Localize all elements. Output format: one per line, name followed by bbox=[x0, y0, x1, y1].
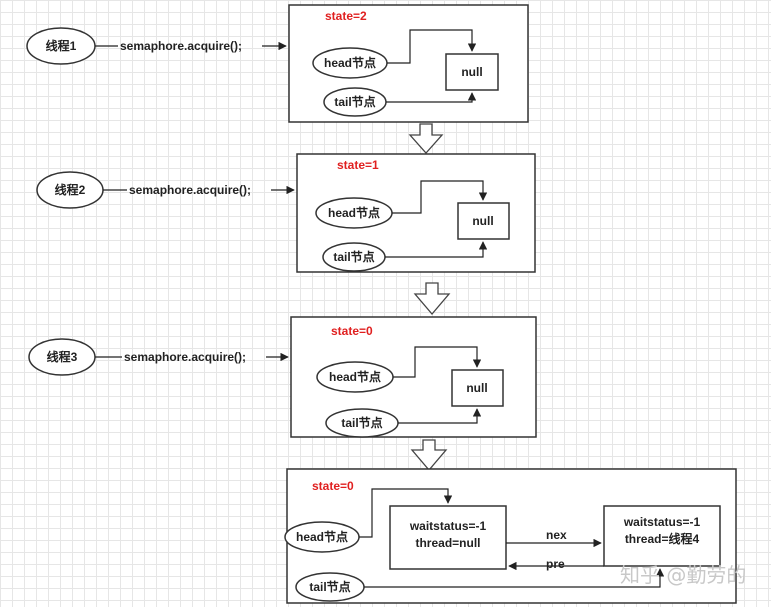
head-pointer bbox=[392, 180, 488, 214]
null-node bbox=[451, 369, 504, 407]
tail-pointer bbox=[398, 408, 482, 424]
queue-node-1 bbox=[389, 505, 507, 570]
node-2-waitstatus: waitstatus=-1 bbox=[623, 515, 701, 529]
null-label: null bbox=[472, 214, 493, 228]
tail-pointer bbox=[364, 568, 665, 588]
acquire-call: semaphore.acquire(); bbox=[129, 183, 251, 197]
down-arrow bbox=[408, 123, 444, 154]
tail-pointer bbox=[385, 241, 488, 258]
head-pointer bbox=[387, 29, 477, 64]
next-label: nex bbox=[546, 528, 567, 542]
node-1-waitstatus: waitstatus=-1 bbox=[409, 519, 487, 533]
tail-pointer bbox=[386, 92, 477, 103]
tail-label: tail节点 bbox=[334, 94, 375, 109]
acquire-call: semaphore.acquire(); bbox=[120, 39, 242, 53]
down-arrow bbox=[413, 282, 451, 316]
head-label: head节点 bbox=[328, 205, 380, 220]
final-stage: state=0 head节点 tail节点 waitstatus=-1 thre… bbox=[284, 468, 737, 604]
head-label: head节点 bbox=[324, 55, 376, 70]
stage-1: 线程1 semaphore.acquire(); state=2 head节点 … bbox=[26, 4, 529, 123]
null-node bbox=[445, 53, 499, 91]
state-label: state=2 bbox=[325, 9, 367, 23]
node-1-thread: thread=null bbox=[415, 536, 480, 550]
null-label: null bbox=[461, 65, 482, 79]
state-label: state=0 bbox=[331, 324, 373, 338]
stage-3: 线程3 semaphore.acquire(); state=0 head节点 … bbox=[28, 316, 537, 438]
head-label: head节点 bbox=[296, 529, 348, 544]
null-node bbox=[457, 202, 510, 240]
thread-label: 线程1 bbox=[46, 38, 77, 53]
thread-label: 线程3 bbox=[47, 349, 78, 364]
node-2-thread: thread=线程4 bbox=[625, 531, 700, 546]
null-label: null bbox=[466, 381, 487, 395]
prev-label: pre bbox=[546, 557, 565, 571]
tail-label: tail节点 bbox=[341, 415, 382, 430]
head-pointer bbox=[393, 346, 482, 378]
stage-2: 线程2 semaphore.acquire(); state=1 head节点 … bbox=[36, 153, 536, 273]
thread-label: 线程2 bbox=[55, 182, 86, 197]
state-label: state=0 bbox=[312, 479, 354, 493]
down-arrow bbox=[410, 439, 448, 472]
queue-node-2 bbox=[603, 505, 721, 567]
watermark: 知乎 @勤劳的 bbox=[620, 563, 746, 587]
tail-label: tail节点 bbox=[309, 579, 350, 594]
state-label: state=1 bbox=[337, 158, 379, 172]
acquire-call: semaphore.acquire(); bbox=[124, 350, 246, 364]
tail-label: tail节点 bbox=[333, 249, 374, 264]
head-label: head节点 bbox=[329, 369, 381, 384]
head-pointer bbox=[359, 488, 453, 538]
